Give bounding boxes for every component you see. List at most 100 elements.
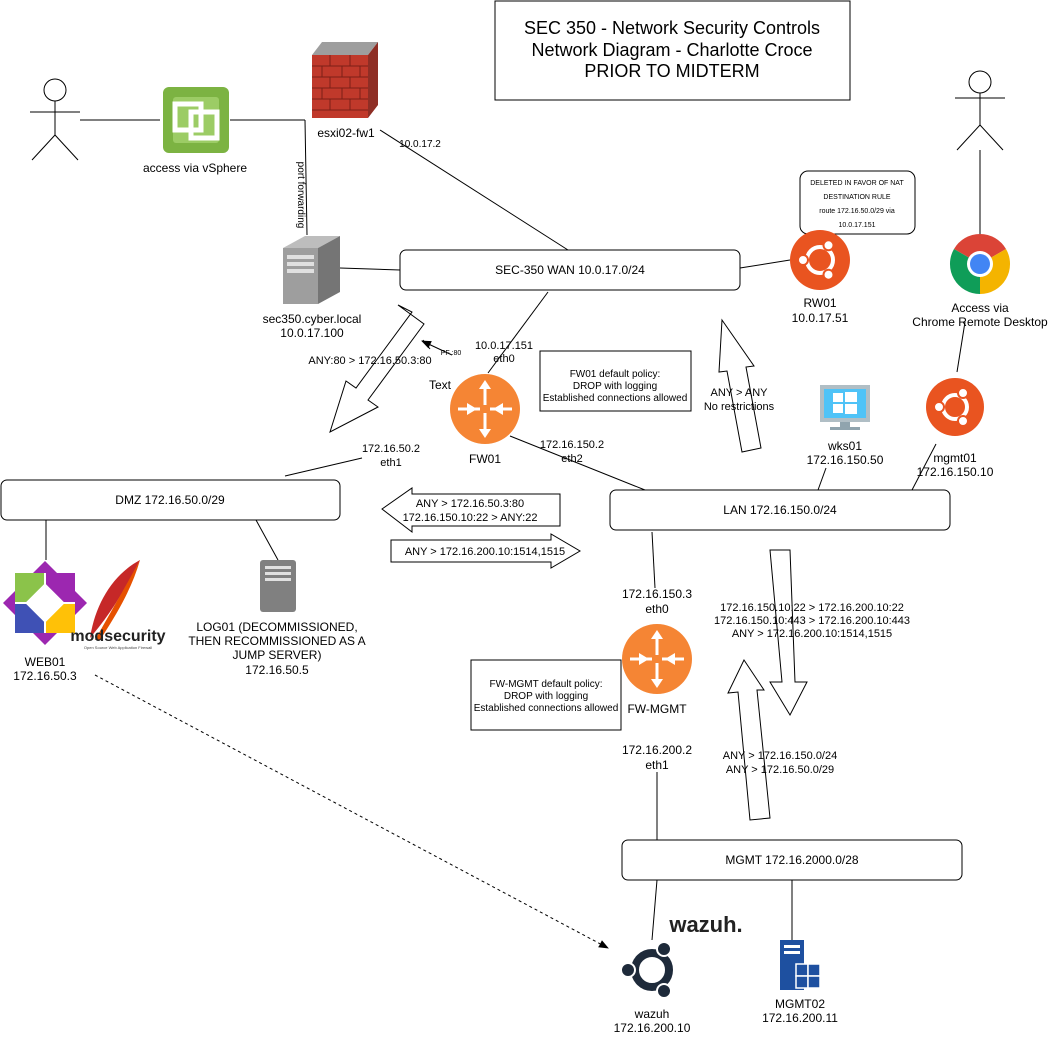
- rw01-name: RW01: [803, 296, 836, 310]
- router-icon: [622, 624, 692, 694]
- mgmt01-name: mgmt01: [933, 451, 977, 465]
- lan-network-box: LAN 172.16.150.0/24: [609, 489, 951, 531]
- chrome-label-line-2: Chrome Remote Desktop: [912, 315, 1048, 329]
- dmz-network-box: DMZ 172.16.50.0/29: [0, 479, 341, 521]
- wazuh-name: wazuh: [634, 1007, 670, 1021]
- rw01-note-line-2: DESTINATION RULE: [823, 194, 890, 201]
- rule-dmz-lan-line-2: 172.16.150.10:22 > ANY:22: [403, 512, 538, 524]
- rule-lan-mgmt-line-1: 172.16.150.10:22 > 172.16.200.10:22: [720, 602, 904, 614]
- fwmgmt-policy-box: FW-MGMT default policy: DROP with loggin…: [470, 659, 622, 731]
- rw01-note: DELETED IN FAVOR OF NAT DESTINATION RULE…: [799, 170, 916, 235]
- fw01-eth0-ip: 10.0.17.151: [475, 340, 533, 352]
- title-box: SEC 350 - Network Security Controls Netw…: [494, 0, 851, 101]
- ubuntu-icon: [926, 378, 984, 436]
- pf-label: PF :80: [441, 350, 462, 357]
- to-wazuh-rule-arrow: [390, 533, 581, 569]
- rule-lan-any-line-1: ANY > ANY: [711, 387, 769, 399]
- connections: [45, 119, 981, 941]
- server-icon: [283, 236, 340, 304]
- web01-ip: 172.16.50.3: [13, 669, 77, 683]
- rule-lan-mgmt-line-2: 172.16.150.10:443 > 172.16.200.10:443: [714, 615, 910, 627]
- rule-to-wazuh: ANY > 172.16.200.10:1514,1515: [405, 546, 565, 558]
- fw01-eth2: eth2: [561, 453, 582, 465]
- rw01-ip: 10.0.17.51: [792, 311, 849, 325]
- sec350-name: sec350.cyber.local: [263, 312, 362, 326]
- wazuh-ip: 172.16.200.10: [614, 1021, 691, 1035]
- wan-to-dmz-rule-arrow: [329, 304, 425, 434]
- router-icon: [450, 374, 520, 444]
- title-line-1: SEC 350 - Network Security Controls: [524, 18, 820, 38]
- title-line-3: PRIOR TO MIDTERM: [584, 61, 759, 81]
- vsphere-label: access via vSphere: [143, 161, 247, 175]
- port-forwarding-label: port forwarding: [295, 162, 306, 229]
- sec350-ip: 10.0.17.100: [280, 326, 344, 340]
- title-line-2: Network Diagram - Charlotte Croce: [531, 40, 812, 60]
- fw01-eth1: eth1: [380, 457, 401, 469]
- lan-to-mgmt-rule-arrow: [769, 549, 808, 717]
- fw01-eth1-ip: 172.16.50.2: [362, 443, 420, 455]
- chrome-icon: [949, 233, 1011, 294]
- ubuntu-icon: [790, 230, 850, 290]
- log01-ip: 172.16.50.5: [245, 663, 309, 677]
- mgmt-to-lan-rule-arrow: [727, 658, 771, 821]
- fwmgmt-policy-line-2: DROP with logging: [504, 691, 588, 702]
- fwmgmt-eth1: eth1: [645, 758, 669, 772]
- esxi-name: esxi02-fw1: [317, 126, 375, 140]
- wks01-name: wks01: [827, 439, 862, 453]
- web01-name: WEB01: [25, 655, 66, 669]
- rw01-note-line-1: DELETED IN FAVOR OF NAT: [810, 180, 904, 187]
- rw01-note-line-4: 10.0.17.151: [839, 222, 876, 229]
- log01-server-icon: [260, 560, 296, 612]
- mgmt02-ip: 172.16.200.11: [762, 1011, 838, 1025]
- brick-firewall-icon: [312, 42, 378, 118]
- mgmt01-ip: 172.16.150.10: [917, 465, 994, 479]
- rule-lan-any-line-2: No restrictions: [704, 401, 775, 413]
- lan-to-wan-rule-arrow: [718, 318, 762, 453]
- windows-workstation-icon: [820, 385, 870, 430]
- mgmt02-name: MGMT02: [775, 997, 825, 1011]
- fwmgmt-policy-line-3: Established connections allowed: [474, 703, 619, 714]
- fwmgmt-eth1-ip: 172.16.200.2: [622, 743, 692, 757]
- fwmgmt-policy-line-1: FW-MGMT default policy:: [490, 679, 603, 690]
- left-actor-icon: [30, 78, 80, 161]
- ubuntu-icon: [620, 941, 673, 999]
- log01-line-2: THEN RECOMMISSIONED AS A: [188, 634, 365, 648]
- centos-icon: [3, 561, 87, 645]
- fw01-policy-line-3: Established connections allowed: [543, 393, 688, 404]
- fw01-policy-line-1: FW01 default policy:: [570, 369, 661, 380]
- rule-mgmt-lan-line-2: ANY > 172.16.50.0/29: [726, 764, 834, 776]
- wks01-ip: 172.16.150.50: [807, 453, 884, 467]
- fw01-policy-line-2: DROP with logging: [573, 381, 657, 392]
- rule-wan-to-dmz: ANY:80 > 172.16.50.3:80: [308, 355, 431, 367]
- web01-to-wazuh-arrow: [94, 674, 609, 949]
- lan-to-dmz-rule-arrow: [381, 487, 561, 534]
- rule-mgmt-lan-line-1: ANY > 172.16.150.0/24: [723, 750, 837, 762]
- log01-line-3: JUMP SERVER): [233, 648, 322, 662]
- dmz-label: DMZ 172.16.50.0/29: [115, 493, 225, 507]
- fw01-eth2-ip: 172.16.150.2: [540, 439, 604, 451]
- modsecurity-logo-text: modsecurity: [70, 628, 165, 645]
- esxi-ip: 10.0.17.2: [399, 139, 441, 150]
- fw01-text-label: Text: [429, 378, 452, 392]
- mgmt-network-box: MGMT 172.16.2000.0/28: [621, 839, 963, 881]
- fw01-eth0: eth0: [493, 353, 514, 365]
- fwmgmt-eth0-ip: 172.16.150.3: [622, 587, 692, 601]
- fwmgmt-name: FW-MGMT: [627, 702, 687, 716]
- wazuh-logo-text: wazuh.: [668, 912, 742, 937]
- right-actor-icon: [955, 70, 1005, 151]
- mgmt-net-label: MGMT 172.16.2000.0/28: [725, 853, 859, 867]
- vsphere-icon: [163, 87, 229, 153]
- wan-network-box: SEC-350 WAN 10.0.17.0/24: [399, 249, 741, 291]
- pf-arrow: [421, 340, 453, 356]
- modsecurity-logo-subtitle: Open Source Web Application Firewall: [84, 645, 152, 650]
- windows-server-icon: [780, 940, 821, 990]
- apache-feather-icon: [90, 560, 140, 640]
- rule-lan-mgmt-line-3: ANY > 172.16.200.10:1514,1515: [732, 628, 892, 640]
- fw01-policy-box: FW01 default policy: DROP with logging E…: [539, 350, 692, 412]
- rule-dmz-lan-line-1: ANY > 172.16.50.3:80: [416, 498, 524, 510]
- wan-label: SEC-350 WAN 10.0.17.0/24: [495, 263, 645, 277]
- lan-label: LAN 172.16.150.0/24: [723, 503, 837, 517]
- fw01-name: FW01: [469, 452, 501, 466]
- fwmgmt-eth0: eth0: [645, 602, 669, 616]
- rw01-note-line-3: route 172.16.50.0/29 via: [819, 208, 895, 215]
